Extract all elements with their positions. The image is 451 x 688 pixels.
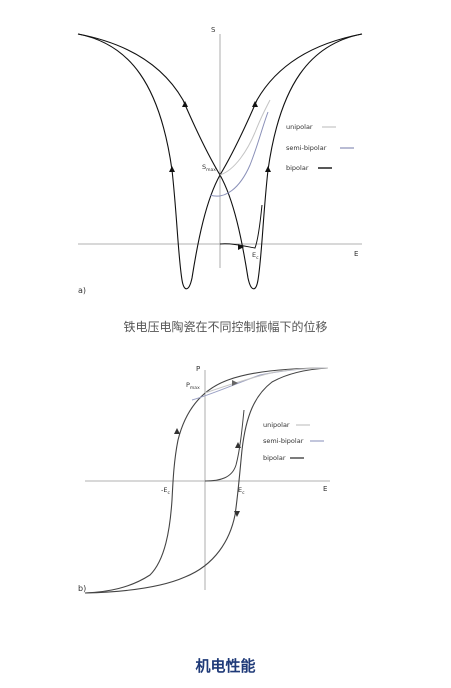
fig-a-x-label: E [354, 250, 358, 258]
fig-a-semi-bipolar-curve [209, 111, 269, 197]
figure-b: P E Pmax -Ec Ec unipolar semi-bipolar bi… [78, 365, 330, 594]
fig-b-x-label: E [323, 485, 327, 493]
fig-b-arrow-lower [234, 511, 240, 517]
fig-b-ec-label: Ec [238, 486, 245, 496]
fig-a-arrow-right-upper [252, 101, 258, 107]
fig-b-unipolar-curve [204, 367, 329, 394]
fig-b-arrow-upper [174, 428, 180, 434]
figure-caption: 铁电压电陶瓷在不同控制振幅下的位移 [123, 320, 328, 334]
fig-b-legend: unipolar semi-bipolar bipolar [263, 421, 324, 462]
fig-b-arrow-top [232, 380, 238, 386]
fig-b-neg-ec-label: -Ec [161, 486, 170, 496]
fig-a-y-label: S [211, 26, 216, 34]
fig-b-bipolar-initial [204, 409, 245, 482]
fig-a-legend-label-unipolar: unipolar [286, 123, 313, 131]
fig-a-arrow-left-upper [182, 101, 188, 107]
section-heading: 机电性能 [195, 657, 256, 675]
fig-a-legend-label-bipolar: bipolar [286, 164, 309, 172]
fig-b-pmax-label: Pmax [186, 381, 200, 391]
fig-b-bipolar-upper-branch [84, 367, 329, 594]
fig-a-arrow-left-lower [169, 166, 175, 172]
fig-b-legend-label-unipolar: unipolar [263, 421, 290, 429]
fig-a-arrow-start [238, 244, 244, 250]
fig-a-ec-label: Ec [252, 251, 259, 261]
fig-a-legend: unipolar semi-bipolar bipolar [286, 123, 354, 172]
fig-b-panel-label: b) [78, 584, 86, 593]
fig-a-bipolar-left-outer [77, 33, 363, 290]
fig-b-bipolar-lower-branch [84, 367, 329, 594]
fig-a-legend-label-semi-bipolar: semi-bipolar [286, 144, 327, 152]
fig-b-legend-label-bipolar: bipolar [263, 454, 286, 462]
fig-a-bipolar-start [219, 204, 263, 249]
fig-a-unipolar-curve [219, 99, 271, 176]
fig-a-bipolar-right-outer [77, 33, 363, 290]
fig-a-arrow-right-lower [265, 166, 271, 172]
fig-b-arrow-initial [235, 442, 241, 448]
figure-a: S E Smax Ec unipolar semi-bipolar bipola… [77, 26, 363, 295]
fig-b-legend-label-semi-bipolar: semi-bipolar [263, 437, 304, 445]
fig-a-smax-label: Smax [202, 163, 216, 173]
fig-b-y-label: P [196, 365, 200, 373]
fig-a-panel-label: a) [78, 286, 86, 295]
